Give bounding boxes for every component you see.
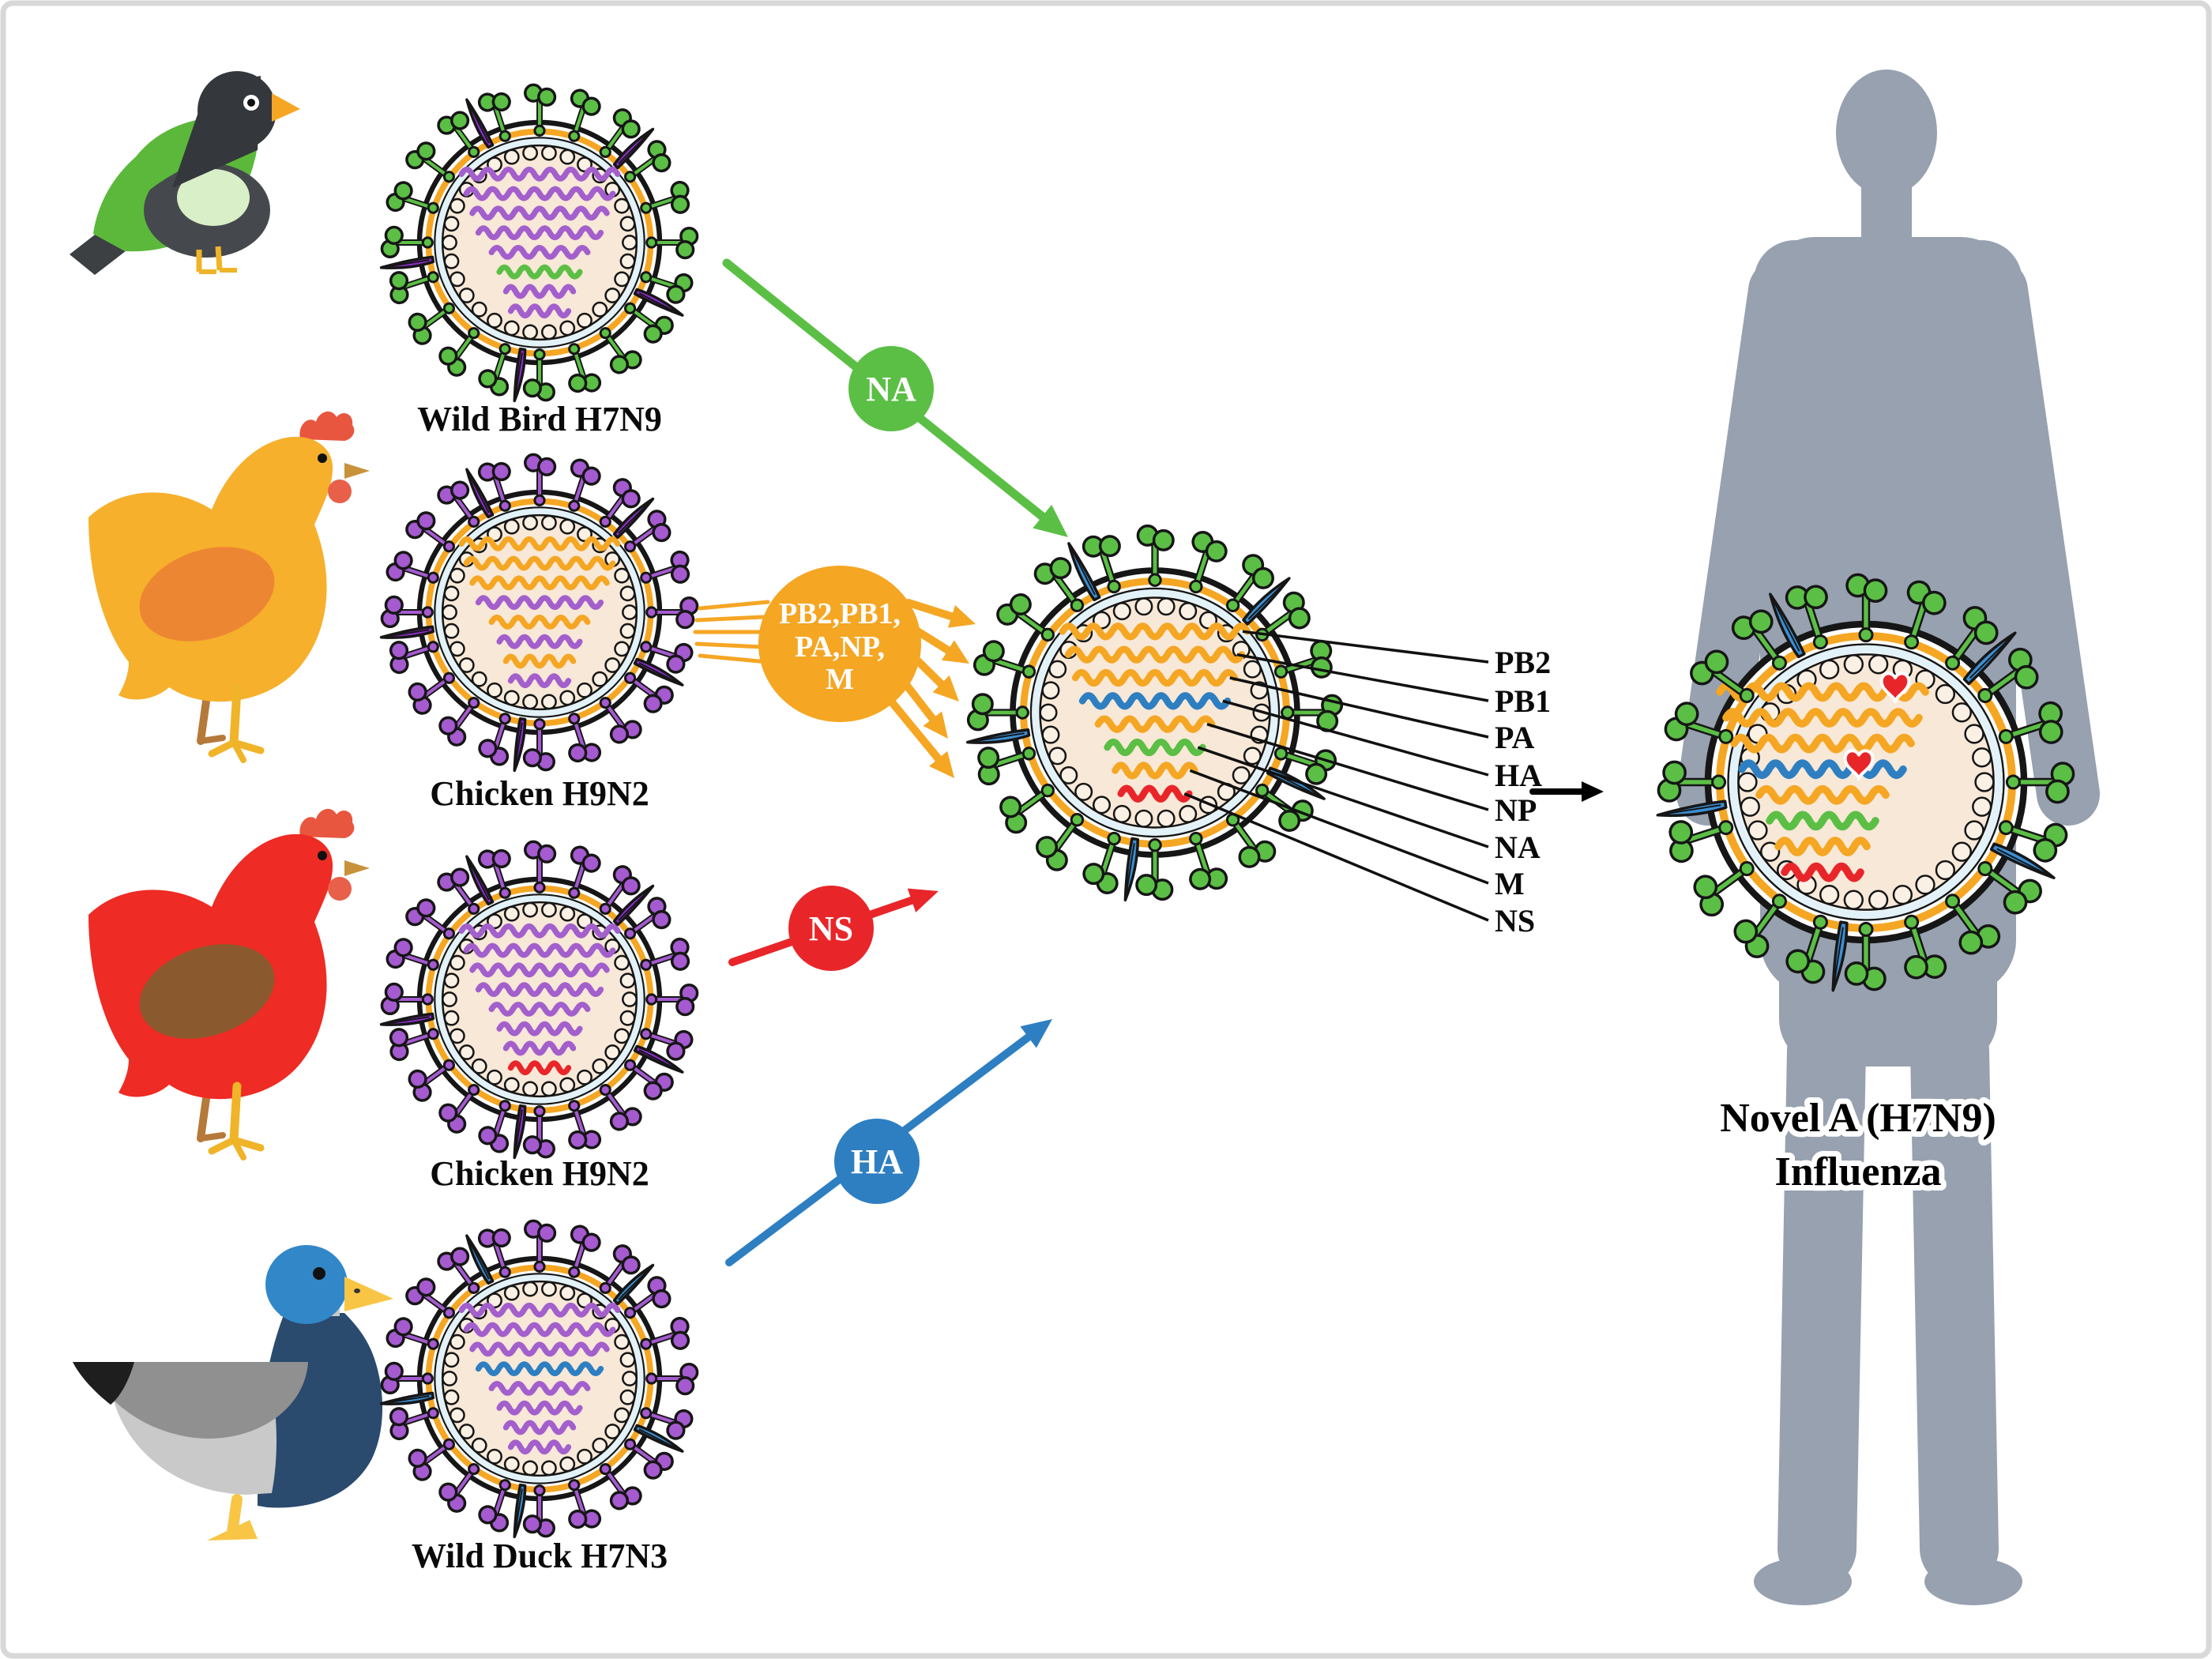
badge-polymerase-line2: PA,NP, (795, 630, 885, 664)
na-badge (848, 346, 934, 431)
source-label-wild-bird: Wild Bird H7N9 (417, 400, 662, 438)
badge-ns-label: NS (809, 909, 853, 948)
source-label-chicken-2: Chicken H9N2 (430, 1154, 649, 1193)
virus-central (965, 524, 1344, 902)
polymerase-badge (758, 566, 921, 722)
virus-source-1 (379, 453, 699, 773)
virus-source-3 (379, 1219, 699, 1539)
badge-na-label: NA (866, 370, 916, 408)
animal-duck (73, 1245, 393, 1540)
gene-transfer-arrows (693, 258, 1068, 1266)
badge-polymerase-line1: PB2,PB1, (779, 597, 901, 630)
animal-chicken-1 (88, 411, 370, 763)
source-label-chicken-1: Chicken H9N2 (430, 774, 649, 813)
result-title-line2: Influenza (1775, 1149, 1942, 1194)
animal-chicken-2 (88, 808, 370, 1161)
source-label-wild-duck: Wild Duck H7N3 (412, 1537, 668, 1575)
segment-label-np: NP (1495, 792, 1537, 828)
result-title-line1: Novel A (H7N9) (1720, 1096, 1996, 1141)
virus-source-2 (379, 840, 699, 1160)
segment-label-m: M (1495, 866, 1525, 901)
segment-label-pb2: PB2 (1495, 645, 1551, 680)
virus-source-0 (379, 83, 699, 403)
badge-ha-label: HA (851, 1142, 903, 1181)
animal-wild-bird (70, 71, 300, 275)
segment-label-ns: NS (1495, 903, 1535, 939)
virus-human (1656, 573, 2075, 992)
ha-badge (834, 1119, 920, 1204)
segment-label-pa: PA (1495, 720, 1534, 755)
ns-badge (788, 886, 874, 971)
segment-label-ha: HA (1495, 758, 1542, 793)
badge-polymerase-line3: M (826, 663, 854, 696)
segment-label-pb1: PB1 (1495, 683, 1551, 719)
segment-label-na: NA (1495, 830, 1540, 865)
segment-leader-lines (1183, 630, 1604, 922)
